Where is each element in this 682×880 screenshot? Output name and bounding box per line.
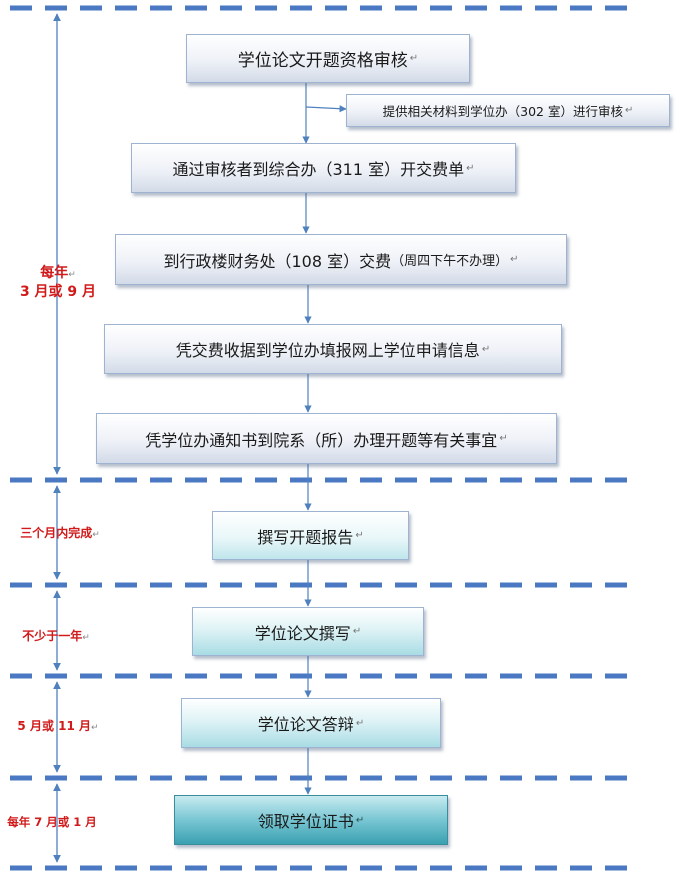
step-text: 学位论文开题资格审核 xyxy=(237,51,408,71)
return-mark: ↵ xyxy=(68,270,76,280)
step-text: 提供相关材料到学位办（302 室）进行审核 xyxy=(382,104,623,119)
step-qualification-review: 学位论文开题资格审核↵ xyxy=(186,34,470,83)
phase-label-4: 5 月或 11 月↵ xyxy=(8,718,108,734)
phase-label-5: 每年 7 月或 1 月 xyxy=(0,815,104,831)
phase-label-line: 不少于一年 xyxy=(22,629,83,643)
step-submit-materials: 提供相关材料到学位办（302 室）进行审核↵ xyxy=(346,94,670,127)
phase-label-line: 每年 xyxy=(40,265,69,281)
step-text: 凭交费收据到学位办填报网上学位申请信息 xyxy=(175,341,480,360)
step-text: 通过审核者到综合办（311 室）开交费单 xyxy=(172,160,465,179)
step-text: 撰写开题报告 xyxy=(257,527,354,547)
step-fee-slip: 通过审核者到综合办（311 室）开交费单↵ xyxy=(131,143,516,193)
return-mark: ↵ xyxy=(481,343,491,355)
return-mark: ↵ xyxy=(82,633,90,643)
step-text: 学位论文答辩 xyxy=(257,715,354,734)
step-department-affairs: 凭学位办通知书到院系（所）办理开题等有关事宜↵ xyxy=(96,413,557,464)
phase-label-3: 不少于一年↵ xyxy=(8,628,104,644)
phase-label-line: 三个月内完成 xyxy=(20,526,93,540)
step-receive-certificate: 领取学位证书↵ xyxy=(174,795,448,845)
step-write-proposal: 撰写开题报告↵ xyxy=(212,511,409,560)
return-mark: ↵ xyxy=(92,530,100,540)
phase-label-line: 3 月或 9 月 xyxy=(19,283,97,300)
return-mark: ↵ xyxy=(355,717,365,729)
phase-label-1: 每年↵ 3 月或 9 月 xyxy=(8,264,108,302)
return-mark: ↵ xyxy=(499,433,508,444)
step-note: （周四下午不办理） xyxy=(391,254,509,269)
connector-s1-s1a xyxy=(305,105,347,113)
step-text: 凭学位办通知书到院系（所）办理开题等有关事宜 xyxy=(145,430,498,450)
step-write-thesis: 学位论文撰写↵ xyxy=(192,607,424,656)
step-online-registration: 凭交费收据到学位办填报网上学位申请信息↵ xyxy=(104,324,562,374)
return-mark: ↵ xyxy=(352,626,362,637)
return-mark: ↵ xyxy=(624,105,634,116)
step-text: 到行政楼财务处（108 室）交费 xyxy=(163,251,392,271)
phase-label-line: 每年 7 月或 1 月 xyxy=(7,815,97,829)
return-mark: ↵ xyxy=(510,254,519,265)
return-mark: ↵ xyxy=(409,53,419,64)
return-mark: ↵ xyxy=(355,814,365,826)
step-pay-fee: 到行政楼财务处（108 室）交费（周四下午不办理）↵ xyxy=(115,234,567,285)
return-mark: ↵ xyxy=(355,530,364,541)
phase-label-line: 5 月或 11 月 xyxy=(17,719,92,733)
phase-label-2: 三个月内完成↵ xyxy=(8,525,112,541)
step-text: 学位论文撰写 xyxy=(254,623,351,643)
step-text: 领取学位证书 xyxy=(257,812,354,831)
return-mark: ↵ xyxy=(466,162,475,174)
return-mark: ↵ xyxy=(91,723,99,733)
step-thesis-defense: 学位论文答辩↵ xyxy=(181,698,441,748)
